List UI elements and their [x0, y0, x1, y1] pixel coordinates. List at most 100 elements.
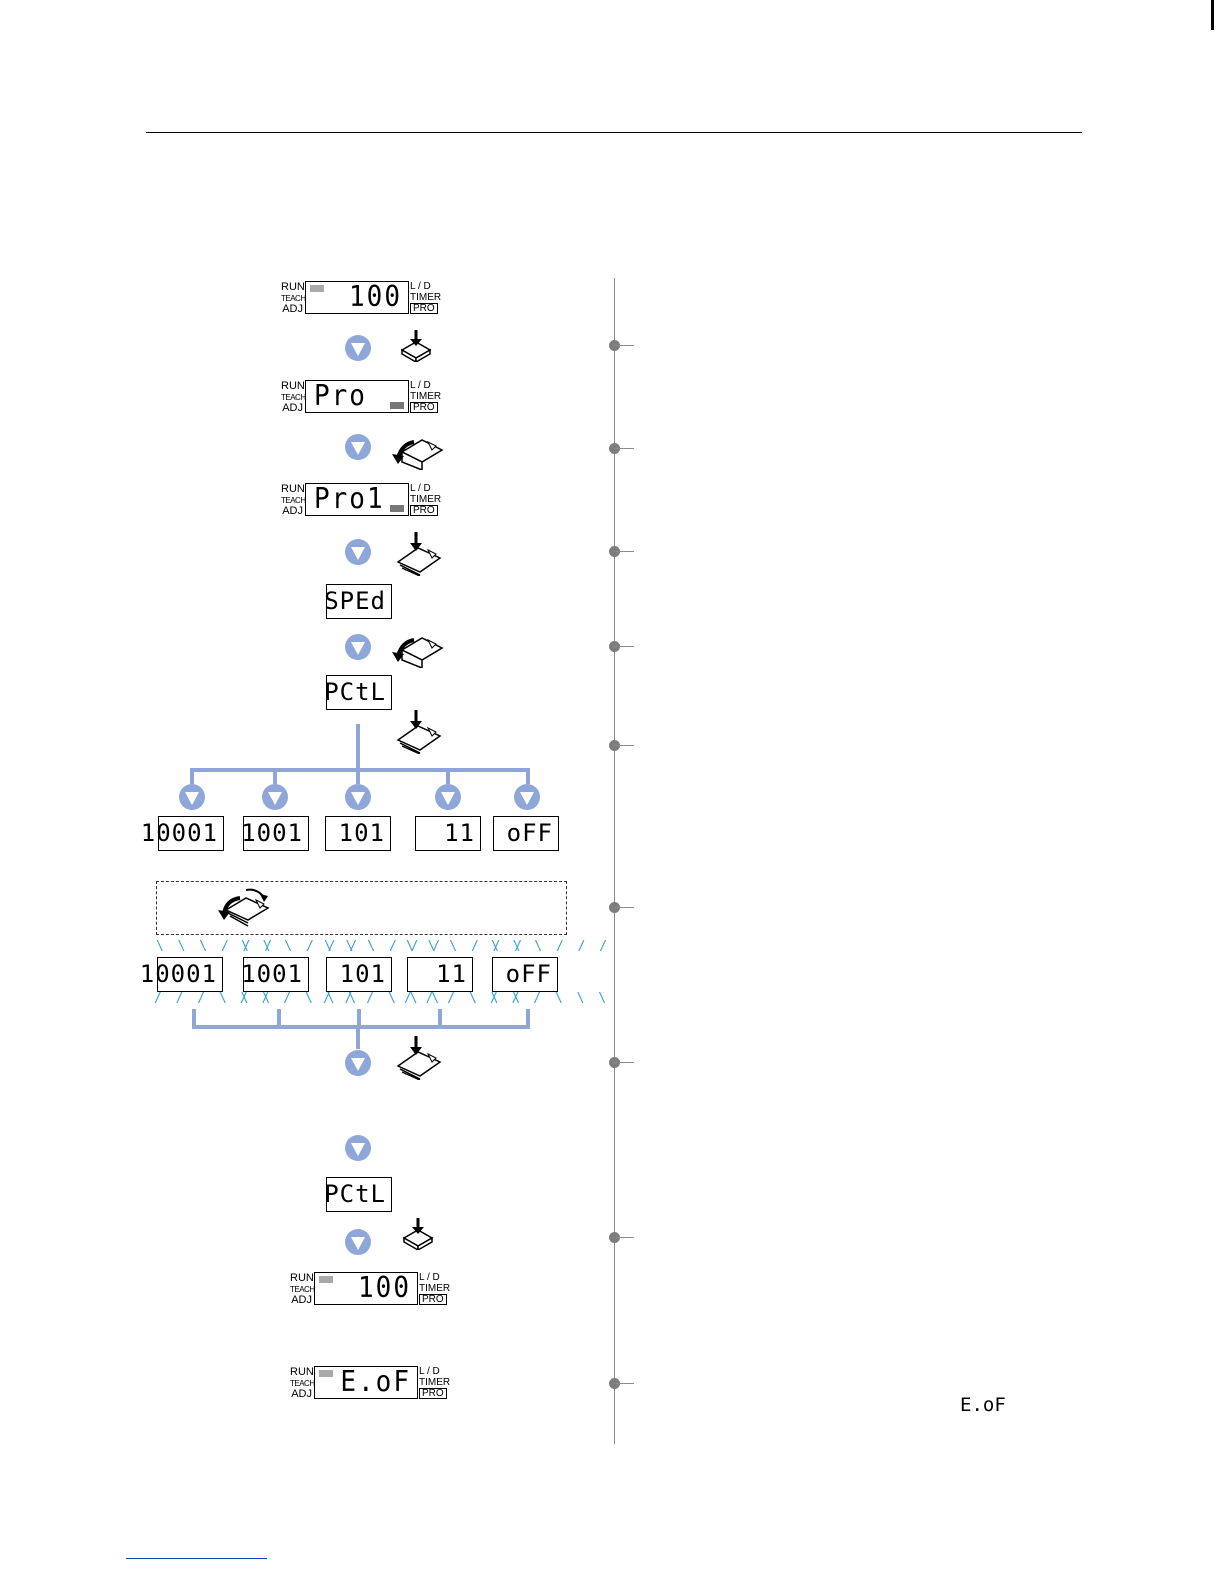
mode-run-label: RUN [281, 380, 305, 392]
mode-adj-label: ADJ [291, 1388, 312, 1400]
pro-label: PRO [410, 505, 438, 516]
step-arrow-icon [345, 1229, 371, 1255]
mode-teach-label: TEACH [281, 393, 306, 402]
lcd-value: PCtL [324, 1180, 386, 1208]
branch-stem [356, 724, 360, 772]
branch-stem [356, 1027, 360, 1049]
menu-display-sped: SPEd [324, 584, 392, 619]
ld-label: L / D [419, 1366, 440, 1377]
option-display-blinking: 11 [407, 957, 473, 992]
menu-display-pctl: PCtL [324, 675, 392, 710]
blink-marks: \ \ \ / / / [491, 939, 611, 954]
branch-rise [526, 1009, 530, 1027]
step-tick [614, 1383, 634, 1384]
header-rule [146, 132, 1082, 133]
blink-marks: \ \ \ / / / [156, 939, 276, 954]
up-button-press-icon [396, 710, 442, 754]
lcd-value: 100 [349, 280, 402, 314]
option-display: oFF [493, 816, 559, 851]
timer-label: TIMER [419, 1377, 451, 1388]
lcd-value: 11 [436, 960, 467, 988]
step-arrow-icon [345, 539, 371, 565]
up-button-press-icon [396, 1036, 442, 1080]
mode-indicator [319, 1370, 333, 1377]
step-arrow-icon [435, 784, 461, 810]
step-arrow-icon [179, 784, 205, 810]
branch-rise [192, 1009, 196, 1027]
option-display: 11 [415, 816, 481, 851]
blink-marks: \ \ \ / / / [406, 939, 526, 954]
lcd-value: 101 [338, 819, 385, 847]
branch-drop [446, 770, 450, 784]
ld-label: L / D [419, 1272, 440, 1283]
mode-run-label: RUN [290, 1366, 314, 1378]
step-tick [614, 646, 634, 647]
branch-bar [190, 768, 530, 772]
pro-indicator [390, 505, 404, 512]
mode-adj-label: ADJ [282, 505, 303, 517]
option-display: 10001 [141, 816, 224, 851]
lcd-value: E.oF [340, 1365, 411, 1399]
mode-run-label: RUN [281, 281, 305, 293]
up-button-press-icon [396, 532, 442, 576]
timer-label: TIMER [410, 391, 442, 402]
mode-adj-label: ADJ [291, 1294, 312, 1306]
footer-link-underline [126, 1558, 267, 1559]
step-arrow-icon [345, 335, 371, 361]
branch-drop [356, 770, 360, 784]
step-arrow-icon [345, 634, 371, 660]
lcd-value: Pro1 [314, 482, 385, 516]
blink-marks: / / / \ \ \ [323, 991, 443, 1006]
up-down-button-icon [218, 888, 270, 927]
blink-marks: \ \ \ / / / [241, 939, 361, 954]
mode-button-press-icon [402, 1218, 434, 1250]
mode-run-label: RUN [281, 483, 305, 495]
blink-marks: / / / \ \ \ [240, 991, 360, 1006]
step-arrow-icon [345, 1135, 371, 1161]
option-display-blinking: oFF [492, 957, 558, 992]
option-display-blinking: 101 [326, 957, 392, 992]
mode-teach-label: TEACH [281, 496, 306, 505]
branch-drop [190, 770, 194, 784]
pro-label: PRO [419, 1294, 447, 1305]
lcd-value: oFF [506, 819, 553, 847]
pro-label: PRO [410, 303, 438, 314]
branch-join-bar [192, 1025, 530, 1029]
mode-teach-label: TEACH [290, 1379, 315, 1388]
step-arrow-icon [345, 1050, 371, 1076]
branch-drop [273, 770, 277, 784]
select-option-frame [156, 881, 567, 935]
lcd-value: 10001 [140, 819, 218, 847]
step-tick [614, 345, 634, 346]
down-button-press-icon [392, 637, 444, 668]
down-button-press-icon [392, 439, 444, 470]
ld-label: L / D [410, 483, 431, 494]
pro-indicator [390, 402, 404, 409]
mode-adj-label: ADJ [282, 402, 303, 414]
step-arrow-icon [514, 784, 540, 810]
mode-indicator [319, 1276, 333, 1283]
timer-label: TIMER [410, 292, 442, 303]
step-tick [614, 1062, 634, 1063]
pro-label: PRO [419, 1388, 447, 1399]
step-arrow-icon [262, 784, 288, 810]
lcd-value: oFF [505, 960, 552, 988]
mode-teach-label: TEACH [290, 1285, 315, 1294]
option-display-blinking: 1001 [241, 957, 309, 992]
lcd-value: Pro [314, 379, 367, 413]
lcd-value: 1001 [241, 819, 303, 847]
lcd-value: 10001 [139, 960, 217, 988]
option-display: 1001 [241, 816, 309, 851]
step-arrow-icon [345, 434, 371, 460]
mode-teach-label: TEACH [281, 294, 306, 303]
menu-display-pctl-return: PCtL [324, 1177, 392, 1212]
blink-marks: / / / \ \ \ [490, 991, 610, 1006]
step-tick [614, 907, 634, 908]
step-tick [614, 1237, 634, 1238]
step-timeline [614, 278, 615, 1444]
mode-indicator [310, 285, 324, 292]
lcd-value: SPEd [324, 587, 386, 615]
